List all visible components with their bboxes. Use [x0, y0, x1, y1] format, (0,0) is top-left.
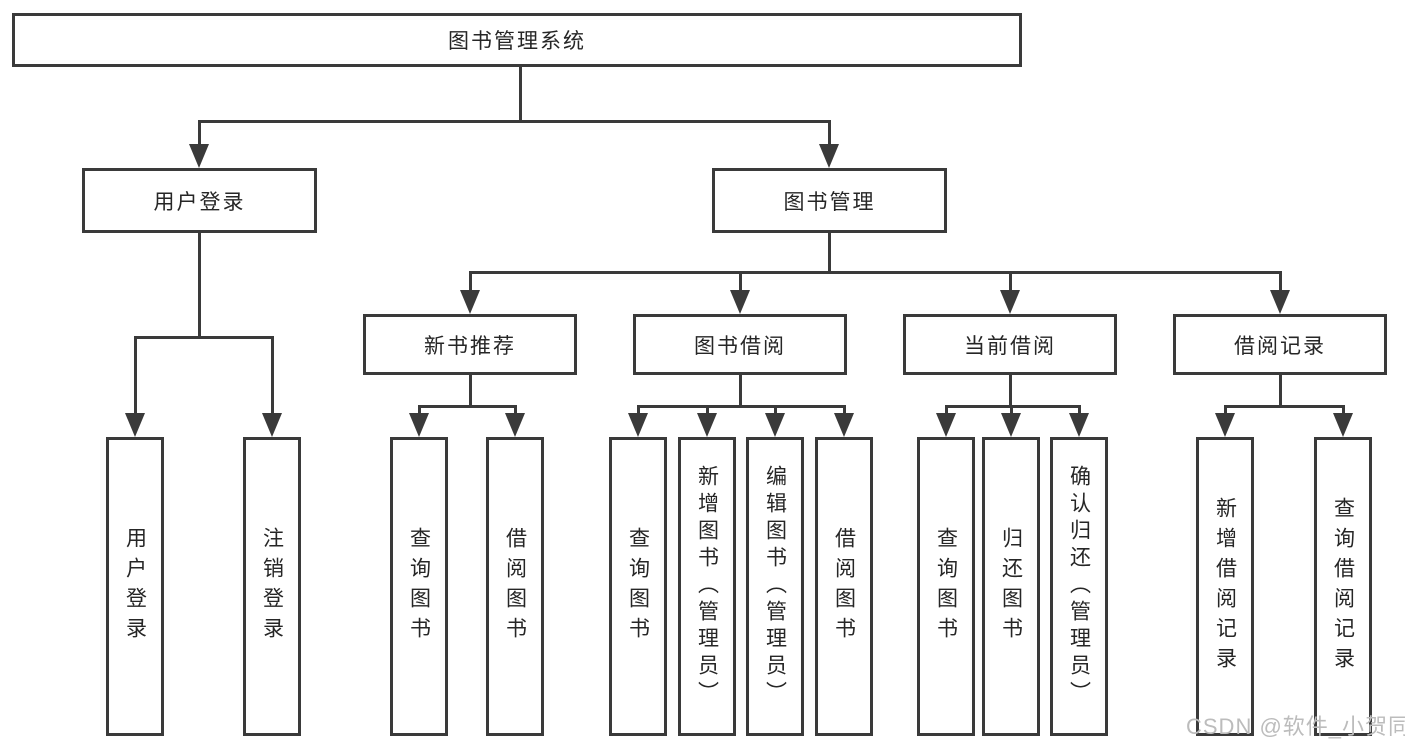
node-leaf-logout-label: 注销登录 [260, 526, 284, 647]
arrow-down-icon [1000, 290, 1020, 314]
connector-drop [1009, 271, 1012, 292]
arrow-down-icon [1270, 290, 1290, 314]
csdn-watermark: CSDN @软件_小贺同学 [1186, 714, 1405, 739]
arrow-down-icon [125, 413, 145, 437]
node-book-borrow-label: 图书借阅 [694, 334, 786, 358]
node-new-book-recommend: 新书推荐 [363, 314, 577, 375]
arrow-down-icon [834, 413, 854, 437]
connector-drop [774, 405, 777, 415]
connector-drop [706, 405, 709, 415]
node-leaf-nbr-query-books-label: 查询图书 [407, 526, 431, 647]
node-new-book-recommend-label: 新书推荐 [424, 334, 516, 358]
arrow-down-icon [1001, 413, 1021, 437]
node-leaf-bb-add-books-label: 新增图书（管理员） [695, 465, 719, 708]
connector-stem [469, 375, 472, 405]
node-leaf-cb-confirm-return-label: 确认归还（管理员） [1067, 465, 1091, 708]
node-leaf-br-add-record: 新增借阅记录 [1196, 437, 1254, 736]
node-leaf-br-query-record-label: 查询借阅记录 [1331, 496, 1355, 677]
connector-bar [469, 271, 1282, 274]
arrow-down-icon [1333, 413, 1353, 437]
node-leaf-bb-borrow-books: 借阅图书 [815, 437, 873, 736]
connector-bar [418, 405, 517, 408]
arrow-down-icon [730, 290, 750, 314]
node-leaf-nbr-borrow-books-label: 借阅图书 [503, 526, 527, 647]
arrow-down-icon [409, 413, 429, 437]
node-user-login: 用户登录 [82, 168, 317, 233]
arrow-down-icon [1215, 413, 1235, 437]
node-leaf-bb-borrow-books-label: 借阅图书 [832, 526, 856, 647]
node-leaf-nbr-query-books: 查询图书 [390, 437, 448, 736]
connector-drop [271, 336, 274, 415]
connector-drop [1224, 405, 1227, 415]
arrow-down-icon [1069, 413, 1089, 437]
node-leaf-cb-query-books: 查询图书 [917, 437, 975, 736]
connector-drop [1078, 405, 1081, 415]
connector-stem [198, 233, 201, 336]
connector-drop [514, 405, 517, 415]
node-leaf-user-login: 用户登录 [106, 437, 164, 736]
arrow-down-icon [765, 413, 785, 437]
connector-bar [945, 405, 1081, 408]
node-current-borrow-label: 当前借阅 [964, 334, 1056, 358]
node-leaf-br-query-record: 查询借阅记录 [1314, 437, 1372, 736]
node-leaf-user-login-label: 用户登录 [123, 526, 147, 647]
connector-bar [637, 405, 846, 408]
node-leaf-cb-query-books-label: 查询图书 [934, 526, 958, 647]
connector-drop [843, 405, 846, 415]
connector-stem [828, 233, 831, 271]
connector-drop [134, 336, 137, 415]
arrow-down-icon [460, 290, 480, 314]
arrow-down-icon [628, 413, 648, 437]
node-root: 图书管理系统 [12, 13, 1022, 67]
connector-drop [418, 405, 421, 415]
arrow-down-icon [936, 413, 956, 437]
connector-drop [1010, 405, 1013, 415]
node-leaf-cb-confirm-return: 确认归还（管理员） [1050, 437, 1108, 736]
connector-drop [1279, 271, 1282, 292]
connector-bar [134, 336, 274, 339]
connector-drop [828, 120, 831, 146]
node-leaf-cb-return-books: 归还图书 [982, 437, 1040, 736]
connector-root-stem [519, 67, 522, 120]
arrow-down-icon [819, 144, 839, 168]
node-book-management-label: 图书管理 [783, 190, 876, 214]
connector-drop [469, 271, 472, 292]
arrow-down-icon [697, 413, 717, 437]
connector-drop [945, 405, 948, 415]
node-leaf-bb-edit-books-label: 编辑图书（管理员） [763, 465, 787, 708]
connector-stem [1279, 375, 1282, 405]
arrow-down-icon [505, 413, 525, 437]
node-borrow-record-label: 借阅记录 [1234, 334, 1326, 358]
node-leaf-br-add-record-label: 新增借阅记录 [1213, 496, 1237, 677]
connector-drop [739, 271, 742, 292]
node-root-label: 图书管理系统 [448, 30, 586, 53]
node-leaf-bb-add-books: 新增图书（管理员） [678, 437, 736, 736]
node-leaf-bb-edit-books: 编辑图书（管理员） [746, 437, 804, 736]
node-leaf-bb-query-books: 查询图书 [609, 437, 667, 736]
node-leaf-bb-query-books-label: 查询图书 [626, 526, 650, 647]
node-leaf-cb-return-books-label: 归还图书 [999, 526, 1023, 647]
connector-drop [198, 120, 201, 146]
connector-drop [1342, 405, 1345, 415]
connector-bar [1224, 405, 1345, 408]
connector-drop [637, 405, 640, 415]
arrow-down-icon [189, 144, 209, 168]
connector-stem [1009, 375, 1012, 405]
node-book-borrow: 图书借阅 [633, 314, 847, 375]
arrow-down-icon [262, 413, 282, 437]
connector-stem [739, 375, 742, 405]
node-borrow-record: 借阅记录 [1173, 314, 1387, 375]
node-book-management: 图书管理 [712, 168, 947, 233]
node-user-login-label: 用户登录 [153, 190, 246, 214]
node-leaf-nbr-borrow-books: 借阅图书 [486, 437, 544, 736]
connector-root-bar [198, 120, 831, 123]
node-current-borrow: 当前借阅 [903, 314, 1117, 375]
node-leaf-logout: 注销登录 [243, 437, 301, 736]
